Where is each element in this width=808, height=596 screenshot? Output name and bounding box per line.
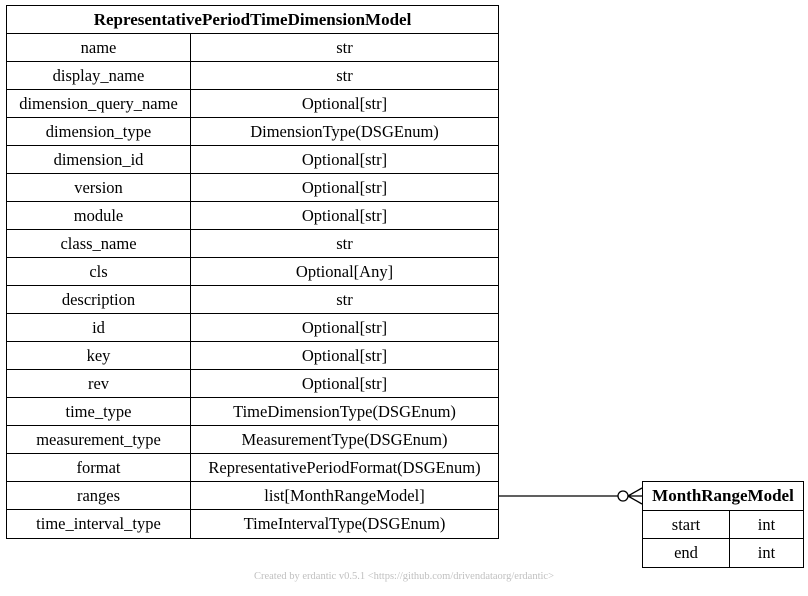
crow-foot-marker [627,495,643,505]
field-type: str [336,66,353,85]
field-type: Optional[str] [301,346,388,365]
field-type: Optional[str] [301,178,388,197]
field-name: time_type [7,398,191,425]
field-row: dimension_id Optional[str] [7,146,498,174]
field-row: dimension_query_name Optional[str] [7,90,498,118]
field-name: dimension_type [7,118,191,145]
footer-credit: Created by erdantic v0.5.1 <https://gith… [253,571,555,582]
zero-cardinality-marker [617,490,629,502]
field-type: Optional[str] [301,94,388,113]
field-name: version [7,174,191,201]
field-row: time_interval_type TimeIntervalType(DSGEn… [7,510,498,538]
field-name: class_name [7,230,191,257]
entity-representative-period-time-dimension-model: RepresentativePeriodTimeDimensionModel n… [6,5,499,539]
field-type: str [336,290,353,309]
field-row: end int [643,539,803,567]
field-row: module Optional[str] [7,202,498,230]
field-type: TimeIntervalType(DSGEnum) [243,514,446,533]
field-row: version Optional[str] [7,174,498,202]
entity-title: RepresentativePeriodTimeDimensionModel [7,6,498,34]
field-name: module [7,202,191,229]
field-row: cls Optional[Any] [7,258,498,286]
field-row: format RepresentativePeriodFormat(DSGEnum… [7,454,498,482]
field-row: time_type TimeDimensionType(DSGEnum) [7,398,498,426]
field-row: description str [7,286,498,314]
field-row: name str [7,34,498,62]
field-type: MeasurementType(DSGEnum) [241,430,448,449]
field-type: RepresentativePeriodFormat(DSGEnum) [208,458,481,477]
field-type: TimeDimensionType(DSGEnum) [233,402,456,421]
field-name: end [643,539,730,567]
field-row: ranges list[MonthRangeModel] [7,482,498,510]
entity-title: MonthRangeModel [643,482,803,511]
field-row: dimension_type DimensionType(DSGEnum) [7,118,498,146]
field-type: Optional[str] [301,206,388,225]
field-type: int [757,515,776,534]
field-type: Optional[Any] [295,262,394,281]
field-name: display_name [7,62,191,89]
field-name: time_interval_type [7,510,191,538]
field-type: Optional[str] [301,318,388,337]
field-row: start int [643,511,803,539]
field-name: rev [7,370,191,397]
field-row: id Optional[str] [7,314,498,342]
field-type: DimensionType(DSGEnum) [250,122,439,141]
crow-foot-marker [627,487,643,497]
field-name: description [7,286,191,313]
field-type: Optional[str] [301,150,388,169]
field-name: dimension_id [7,146,191,173]
field-type: str [336,38,353,57]
field-name: dimension_query_name [7,90,191,117]
field-name: id [7,314,191,341]
field-name: measurement_type [7,426,191,453]
field-name: ranges [7,482,191,509]
field-row: rev Optional[str] [7,370,498,398]
field-row: class_name str [7,230,498,258]
field-type: int [757,543,776,562]
field-name: key [7,342,191,369]
field-name: format [7,454,191,481]
field-name: start [643,511,730,538]
entity-fields: start int end int [643,511,803,567]
field-type: Optional[str] [301,374,388,393]
field-row: key Optional[str] [7,342,498,370]
field-name: cls [7,258,191,285]
field-row: display_name str [7,62,498,90]
field-type: str [336,234,353,253]
field-type: list[MonthRangeModel] [264,486,425,505]
entity-month-range-model: MonthRangeModel start int end int [642,481,804,568]
field-name: name [7,34,191,61]
field-row: measurement_type MeasurementType(DSGEnum) [7,426,498,454]
